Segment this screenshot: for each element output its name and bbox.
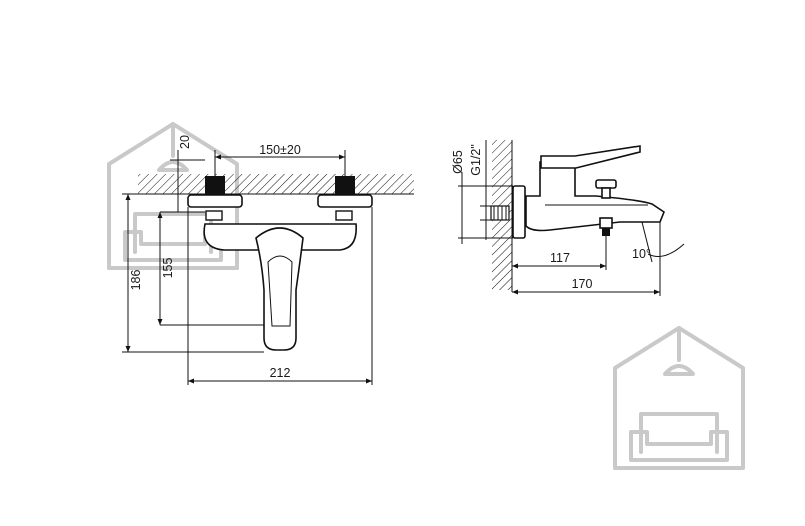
- mixer-lever: [255, 227, 304, 351]
- side-body: [525, 161, 665, 232]
- dim-117-label: 117: [550, 251, 570, 265]
- hose-outlet: [602, 228, 610, 236]
- right-flange: [317, 194, 373, 208]
- left-flange: [187, 194, 243, 208]
- front-view: 150±20 20 155 186 212: [122, 135, 414, 385]
- diverter-knob: [595, 179, 617, 189]
- dim-angle-label: 10°: [632, 247, 651, 261]
- wall-hatch: [138, 174, 414, 194]
- dim-thread-label: G1/2": [469, 144, 483, 176]
- dim-centers-label: 150±20: [259, 143, 301, 157]
- side-view: Ø65 G1/2" 117 170 10°: [451, 140, 685, 296]
- left-connector: [205, 176, 225, 194]
- dim-top-label: 20: [178, 135, 192, 149]
- house-sofa-logo-icon: [613, 326, 745, 470]
- dim-width-label: 212: [270, 366, 291, 380]
- dim-186-label: 186: [129, 270, 143, 291]
- dim-155-label: 155: [161, 258, 175, 279]
- dim-170-label: 170: [572, 277, 593, 291]
- dim-diameter-label: Ø65: [451, 150, 465, 174]
- right-connector: [335, 176, 355, 194]
- thread-inlet: [490, 205, 510, 221]
- side-flange: [512, 185, 526, 239]
- side-lever: [540, 145, 641, 169]
